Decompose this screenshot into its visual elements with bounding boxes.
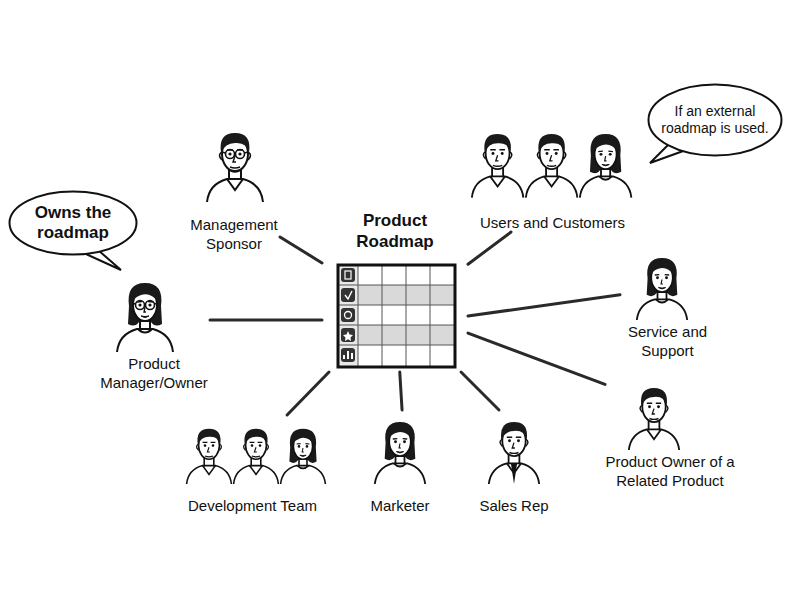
node-text: Service and Support xyxy=(620,322,715,360)
connector-line xyxy=(210,319,322,322)
connector-line xyxy=(280,237,322,263)
icon-glyph xyxy=(345,312,352,319)
glasses xyxy=(222,150,248,159)
icon-glyph xyxy=(344,351,352,359)
goatee xyxy=(227,168,243,172)
connector-line xyxy=(468,333,605,384)
node-text: Management Sponsor xyxy=(188,215,280,253)
connector-line xyxy=(287,372,329,415)
stakeholder: Service and Support xyxy=(620,248,715,360)
manager-figure xyxy=(117,283,173,352)
sponsor-figure xyxy=(207,133,263,202)
grid-background xyxy=(338,265,455,367)
user-figure xyxy=(580,134,632,197)
grid-border xyxy=(338,265,455,367)
stakeholder: Development Team xyxy=(180,415,325,515)
stakeholder: Sales Rep xyxy=(478,410,550,515)
node-text: Users and Customers xyxy=(480,213,625,232)
stakeholder: Management Sponsor xyxy=(188,118,280,253)
connector-group xyxy=(210,232,620,415)
stakeholder: Product Manager/Owner xyxy=(98,270,210,392)
node-text: Owns the roadmap xyxy=(21,203,126,243)
node-text: Development Team xyxy=(188,496,317,515)
stakeholder: Marketer xyxy=(360,410,440,515)
stakeholder: Product Owner of a Related Product xyxy=(605,375,735,490)
row-icon xyxy=(341,348,355,362)
icon-glyph xyxy=(345,271,351,279)
bubble-ellipse xyxy=(10,192,137,255)
roadmap-box: Product Roadmap xyxy=(322,210,468,372)
user-figure xyxy=(472,134,524,197)
connector-line xyxy=(461,372,499,410)
row-icon xyxy=(341,288,355,302)
node-text: Sales Rep xyxy=(479,496,548,515)
node-text: Marketer xyxy=(370,496,429,515)
user-figure xyxy=(526,134,578,197)
icon-column xyxy=(338,265,358,367)
developer-figure xyxy=(187,429,232,484)
owner-figure xyxy=(629,388,679,450)
speech-bubble: If an external roadmap is used. xyxy=(647,83,783,157)
grid-lines xyxy=(338,265,455,367)
glasses xyxy=(132,301,158,310)
stakeholder: Users and Customers xyxy=(465,120,640,232)
sales-figure xyxy=(489,422,539,484)
row-icon xyxy=(341,268,355,282)
bubble-ellipse xyxy=(649,85,782,156)
icon-glyph xyxy=(345,291,352,299)
speech-bubble: Owns the roadmap xyxy=(8,190,138,256)
developer-figure xyxy=(281,429,326,484)
connector-line xyxy=(468,295,620,316)
node-text: Product Owner of a Related Product xyxy=(605,452,735,490)
connector-line xyxy=(468,232,511,264)
marketer-figure xyxy=(375,422,425,484)
row-icon xyxy=(341,328,355,342)
icon-glyph xyxy=(343,331,353,341)
connector-line xyxy=(400,372,402,410)
node-text: Product Manager/Owner xyxy=(98,354,210,392)
necktie xyxy=(511,464,517,484)
row-icon xyxy=(341,308,355,322)
roadmap-grid xyxy=(338,265,455,367)
node-text: Product Roadmap xyxy=(348,210,443,252)
node-text: If an external roadmap is used. xyxy=(656,103,774,137)
support-figure xyxy=(637,258,687,320)
developer-figure xyxy=(234,429,279,484)
